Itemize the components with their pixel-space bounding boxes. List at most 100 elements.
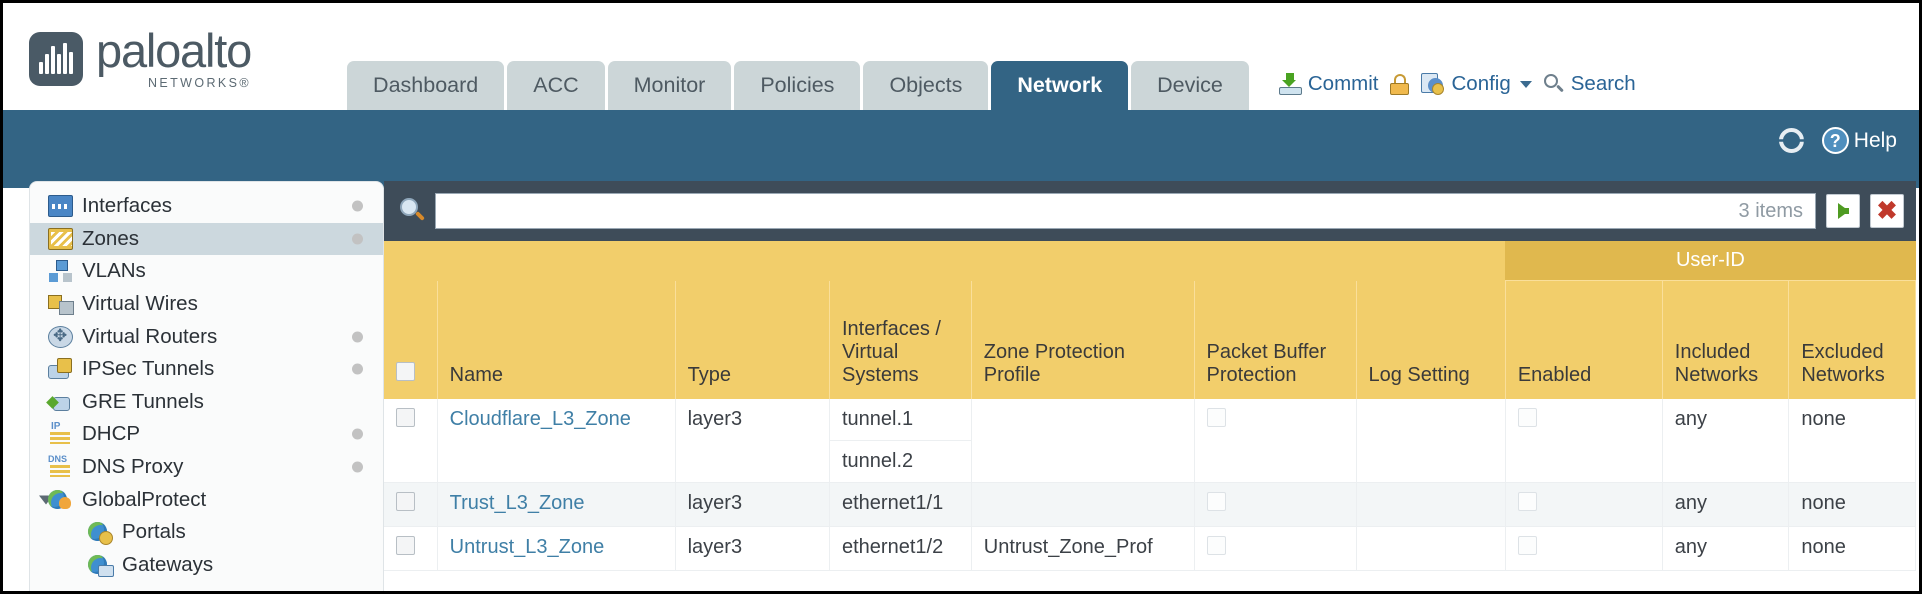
filter-input-wrapper[interactable]: 3 items xyxy=(435,193,1816,229)
interface-entry: ethernet1/2 xyxy=(842,535,944,558)
userid-enabled-checkbox[interactable] xyxy=(1517,535,1537,555)
userid-enabled-cell xyxy=(1505,526,1663,571)
sidebar-item-dns-proxy[interactable]: DNS Proxy xyxy=(30,451,383,484)
column-header-excluded-networks[interactable]: Excluded Networks xyxy=(1788,280,1916,399)
config-lock-button[interactable] xyxy=(1390,73,1410,95)
interface-entry: tunnel.1 xyxy=(830,399,971,441)
zone-protection-profile-cell xyxy=(971,482,1195,527)
userid-enabled-checkbox[interactable] xyxy=(1517,491,1537,511)
sidebar-status-dot xyxy=(352,233,363,245)
apply-filter-arrow-icon xyxy=(1837,203,1849,219)
tab-acc[interactable]: ACC xyxy=(507,61,605,110)
items-count: 3 items xyxy=(1738,199,1803,222)
globalprotect-icon xyxy=(48,489,73,511)
row-select-cell xyxy=(384,526,438,571)
sidebar-item-virtual-wires[interactable]: Virtual Wires xyxy=(30,288,383,321)
zone-protection-profile-cell xyxy=(971,398,1195,483)
sidebar-item-label: GRE Tunnels xyxy=(82,389,204,413)
column-header-name[interactable]: Name xyxy=(437,280,676,399)
sidebar-status-dot xyxy=(352,428,363,440)
sidebar-status-dot xyxy=(352,461,363,473)
packet-buffer-protection-checkbox[interactable] xyxy=(1206,491,1226,511)
packet-buffer-protection-cell xyxy=(1194,482,1357,527)
clear-filter-close-icon: ✖ xyxy=(1876,196,1898,225)
interfaces-cell: ethernet1/2 xyxy=(829,526,972,571)
config-menu-button[interactable]: Config xyxy=(1421,72,1532,96)
sidebar-item-label: DNS Proxy xyxy=(82,455,184,479)
search-label: Search xyxy=(1570,72,1636,95)
commit-icon xyxy=(1278,73,1302,95)
column-header-type[interactable]: Type xyxy=(675,280,831,399)
sidebar-item-ipsec-tunnels[interactable]: IPSec Tunnels xyxy=(30,353,383,386)
sidebar-item-interfaces[interactable]: Interfaces xyxy=(30,190,383,223)
row-select-checkbox[interactable] xyxy=(396,535,415,555)
tab-network[interactable]: Network xyxy=(991,61,1129,110)
chevron-down-icon xyxy=(1519,80,1532,88)
userid-enabled-cell xyxy=(1505,482,1663,527)
tab-device[interactable]: Device xyxy=(1131,61,1249,110)
packet-buffer-protection-checkbox[interactable] xyxy=(1206,407,1226,427)
zone-name-link[interactable]: Untrust_L3_Zone xyxy=(449,535,605,558)
sidebar-status-dot xyxy=(352,363,363,375)
tab-objects[interactable]: Objects xyxy=(863,61,989,110)
sidebar-item-portals[interactable]: Portals xyxy=(30,516,383,549)
clear-filter-button[interactable]: ✖ xyxy=(1870,194,1904,228)
gateways-icon xyxy=(88,554,114,577)
expand-triangle-icon[interactable] xyxy=(39,495,53,505)
row-select-cell xyxy=(384,398,438,483)
column-header-enabled[interactable]: Enabled xyxy=(1505,280,1663,399)
sub-header-band: ? Help xyxy=(3,110,1919,188)
interfaces-icon xyxy=(48,195,73,218)
search-button[interactable]: Search xyxy=(1543,72,1636,96)
included-networks-cell: any xyxy=(1662,526,1790,571)
userid-enabled-cell xyxy=(1505,398,1663,483)
virtual-wires-icon xyxy=(48,293,74,316)
zone-name-cell: Cloudflare_L3_Zone xyxy=(437,398,676,483)
column-header-log-setting[interactable]: Log Setting xyxy=(1356,280,1506,399)
dns-proxy-icon xyxy=(48,454,73,478)
zone-name-cell: Untrust_L3_Zone xyxy=(437,526,676,571)
sidebar-item-vlans[interactable]: VLANs xyxy=(30,255,383,288)
header-spacer xyxy=(384,241,1506,281)
sidebar-item-label: IPSec Tunnels xyxy=(82,357,215,381)
zone-name-link[interactable]: Cloudflare_L3_Zone xyxy=(449,407,631,430)
commit-button[interactable]: Commit xyxy=(1278,72,1378,96)
sidebar-item-virtual-routers[interactable]: Virtual Routers xyxy=(30,320,383,353)
column-header-zone-protection-profile[interactable]: Zone Protection Profile xyxy=(971,280,1195,399)
sidebar-item-globalprotect[interactable]: GlobalProtect xyxy=(30,483,383,516)
sidebar-item-label: Interfaces xyxy=(82,194,173,218)
tab-policies[interactable]: Policies xyxy=(734,61,861,110)
userid-enabled-checkbox[interactable] xyxy=(1517,407,1537,427)
column-header-included-networks[interactable]: Included Networks xyxy=(1662,280,1790,399)
select-all-checkbox[interactable] xyxy=(396,361,415,381)
row-select-cell xyxy=(384,482,438,527)
select-all-header xyxy=(384,280,438,399)
help-label: Help xyxy=(1853,128,1897,152)
row-select-checkbox[interactable] xyxy=(396,491,415,511)
tab-monitor[interactable]: Monitor xyxy=(607,61,732,110)
packet-buffer-protection-checkbox[interactable] xyxy=(1206,535,1226,555)
config-label: Config xyxy=(1451,72,1511,95)
sidebar-item-zones[interactable]: Zones xyxy=(30,222,383,256)
apply-filter-button[interactable] xyxy=(1826,194,1860,228)
column-header-packet-buffer-protection[interactable]: Packet Buffer Protection xyxy=(1194,280,1357,399)
column-header-interfaces-virtual-systems[interactable]: Interfaces / Virtual Systems xyxy=(829,280,972,399)
group-header-user-id: User-ID xyxy=(1505,241,1916,281)
row-select-checkbox[interactable] xyxy=(396,407,415,427)
packet-buffer-protection-cell xyxy=(1194,398,1357,483)
brand-name: paloalto xyxy=(96,24,252,77)
interface-entry: ethernet1/1 xyxy=(842,491,944,514)
sidebar-item-gateways[interactable]: Gateways xyxy=(30,549,383,582)
sidebar-item-gre-tunnels[interactable]: GRE Tunnels xyxy=(30,386,383,419)
help-button[interactable]: ? Help xyxy=(1821,127,1897,154)
vlans-icon xyxy=(48,260,73,283)
zone-name-link[interactable]: Trust_L3_Zone xyxy=(449,491,585,514)
refresh-icon[interactable] xyxy=(1778,128,1804,153)
sidebar-item-label: Virtual Wires xyxy=(82,292,198,316)
tab-dashboard[interactable]: Dashboard xyxy=(347,61,505,110)
sidebar-item-dhcp[interactable]: DHCP xyxy=(30,418,383,451)
